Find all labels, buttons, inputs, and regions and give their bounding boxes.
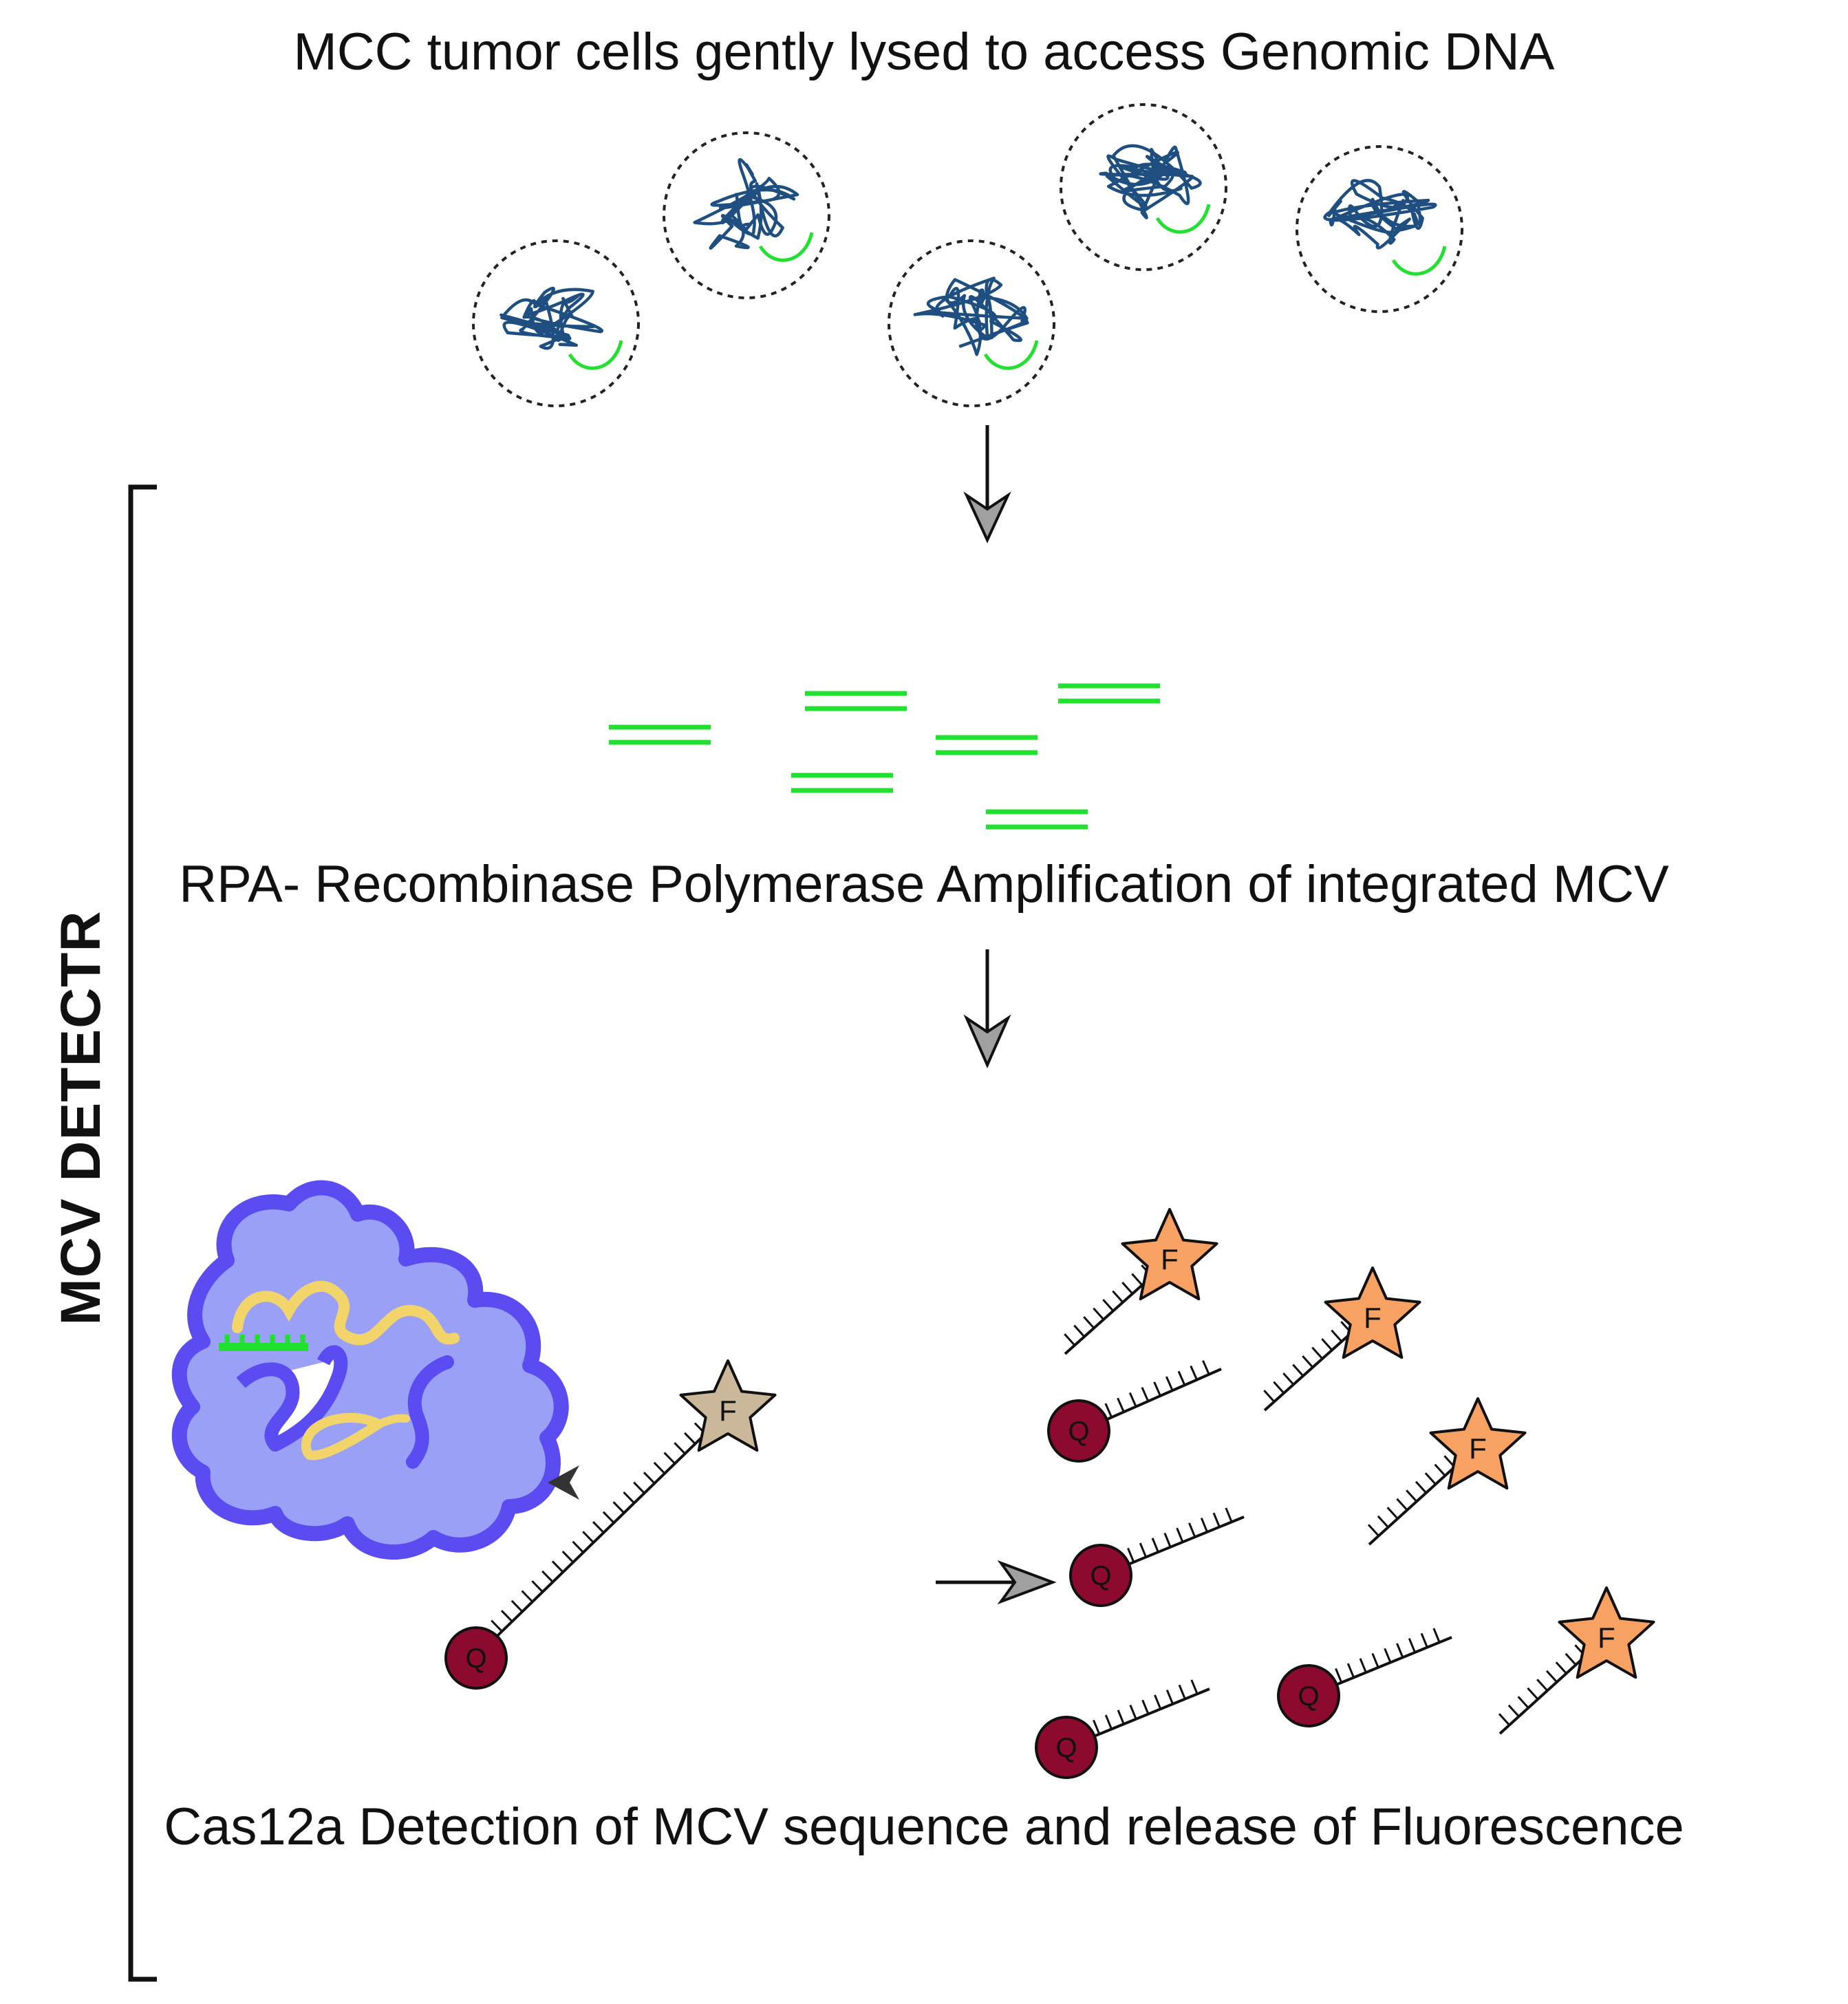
lysed-cell [888,239,1055,407]
integrated-mcv-segment [1155,204,1211,234]
amplicon [791,773,893,793]
quencher-label: Q [1068,1416,1089,1447]
released-quencher: Q [1277,1628,1452,1727]
released-fluorophore: F [1367,1397,1527,1546]
amplified-dna-fragments [609,683,1160,830]
genomic-dna-coil [693,158,799,250]
amplicon [936,735,1038,755]
quencher-bead [1047,1399,1110,1463]
workflow-bracket [128,484,157,1982]
cleavage-arrowhead [548,1465,579,1500]
fluorophore-star [1121,1208,1218,1301]
cas12a-complex [171,1180,569,1560]
fluorophore-label: F [719,1394,737,1427]
integrated-mcv-segment [568,340,623,370]
integrated-mcv-segment [758,232,814,262]
fluorophore-star [1429,1397,1527,1490]
genomic-dna-coil [1099,144,1202,219]
lysed-cell [1060,103,1227,271]
genomic-dna-coil [913,277,1029,356]
released-fluorophore: F [1263,1267,1421,1412]
fluorophore-label: F [1364,1302,1382,1334]
fluorophore-star [1324,1267,1421,1359]
fluorophore-label: F [1598,1621,1615,1654]
amplicon [1058,683,1160,704]
quencher-bead [1069,1544,1132,1607]
arrow-down-2 [963,949,1011,1068]
intact-reporter: QF [444,1359,777,1690]
step-cas12a-label: Cas12a Detection of MCV sequence and rel… [164,1798,1684,1856]
quencher-label: Q [1298,1681,1319,1712]
genomic-dna-coil [1323,179,1437,250]
arrow-right [936,1560,1057,1605]
quencher-label: Q [1055,1733,1077,1763]
amplicon [805,691,907,711]
fluorophore-label: F [1469,1432,1487,1465]
released-quencher: Q [1047,1360,1222,1463]
fluorophore-label: F [1161,1243,1179,1275]
genomic-dna-coil [499,286,603,350]
lysed-cell [472,239,640,407]
lysed-cell [663,131,830,299]
released-quencher: Q [1069,1507,1245,1607]
integrated-mcv-segment [1391,246,1447,276]
quencher-label: Q [1090,1561,1111,1591]
amplicon [986,809,1088,830]
lysed-cells [472,103,1463,407]
quencher-bead [1035,1716,1098,1779]
step-rpa-label: RPA- Recombinase Polymerase Amplificatio… [179,855,1669,914]
quencher-bead [444,1626,508,1690]
fluorophore-star [1558,1586,1655,1679]
amplicon [609,724,711,745]
released-fluorophore: F [1064,1208,1218,1355]
cleaved-reporters: F F F F Q Q Q Q [1035,1208,1655,1779]
released-fluorophore: F [1498,1586,1655,1735]
quencher-label: Q [465,1644,486,1674]
integrated-mcv-segment [983,340,1039,370]
step-lysis-label: MCC tumor cells gently lysed to access G… [293,23,1555,81]
lysed-cell [1296,145,1463,313]
released-quencher: Q [1035,1679,1210,1779]
arrow-down-1 [963,425,1011,543]
quencher-bead [1277,1664,1340,1727]
fluorophore-star [679,1359,777,1452]
